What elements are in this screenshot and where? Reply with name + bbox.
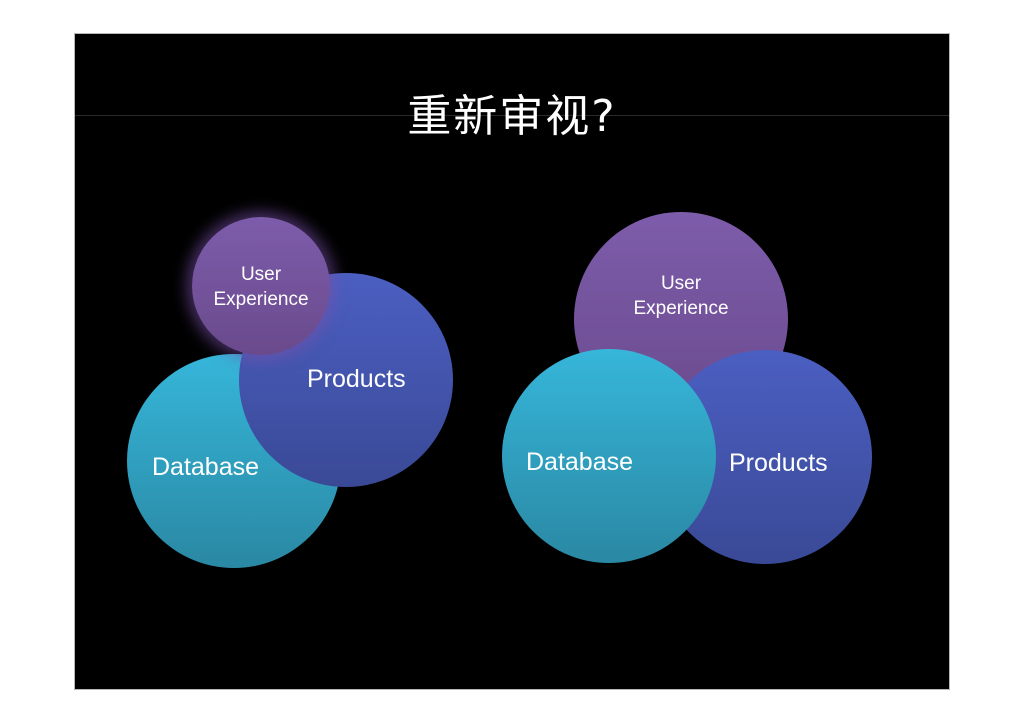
slide: 重新审视? User Experience Products Database … (74, 33, 950, 690)
left-ux-label-line2: Experience (213, 289, 309, 310)
left-ux-label-line1: User (240, 264, 282, 285)
right-ux-label-line2: Experience (633, 298, 729, 319)
slide-title: 重新审视? (407, 91, 617, 142)
right-database-circle (502, 349, 716, 563)
right-products-label: Products (729, 449, 828, 477)
left-database-label: Database (152, 453, 260, 481)
right-ux-label-line1: User (660, 273, 702, 294)
left-user-experience-circle (192, 217, 330, 355)
right-user-experience-label: User Experience (574, 271, 788, 321)
left-products-label: Products (307, 365, 406, 393)
right-database-label: Database (526, 448, 634, 476)
title-divider (75, 115, 949, 116)
left-user-experience-label: User Experience (192, 262, 330, 312)
